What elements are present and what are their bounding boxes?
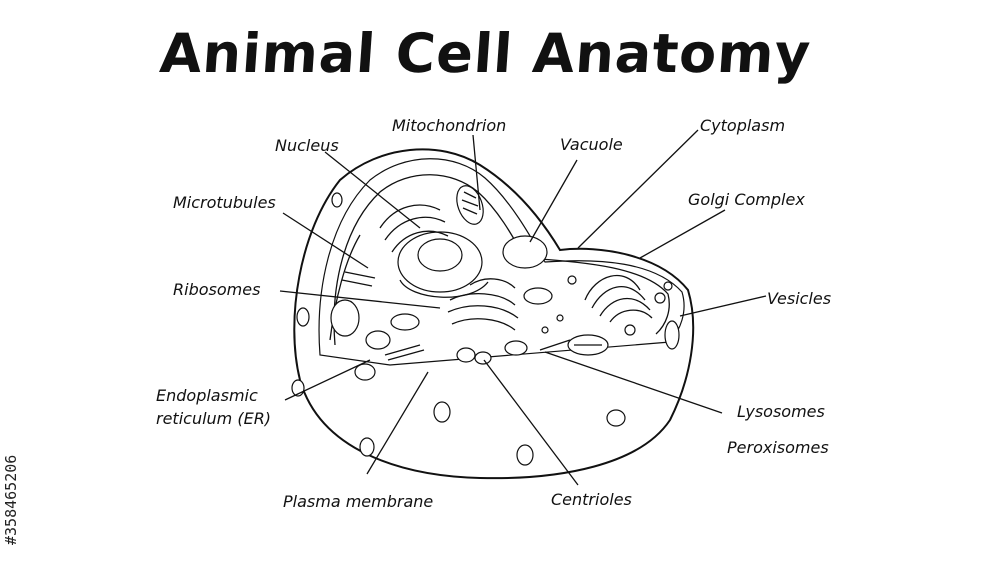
er-folds (379, 204, 449, 253)
page-title: Animal Cell Anatomy (157, 22, 814, 85)
nucleolus-shape (417, 238, 463, 272)
golgi-right (584, 274, 653, 323)
label-cytoplasm: Cytoplasm (700, 116, 786, 135)
label-centrioles: Centrioles (551, 490, 632, 509)
label-er-line2: reticulum (ER) (156, 409, 272, 428)
lysosome-shape (504, 340, 528, 356)
label-vesicles: Vesicles (767, 289, 832, 308)
label-ribosomes: Ribosomes (173, 280, 261, 299)
label-lysosomes: Lysosomes (737, 402, 825, 421)
centriole-shape-b (474, 351, 492, 365)
nucleus-envelope (399, 279, 489, 298)
microtubule-lines (341, 271, 571, 361)
label-nucleus: Nucleus (275, 136, 339, 155)
stock-id-text: #358465206 (2, 454, 20, 545)
label-microtubules: Microtubules (173, 193, 276, 212)
cytoplasm-edge (333, 174, 670, 346)
label-er-line1: Endoplasmic (156, 386, 258, 405)
label-peroxisomes: Peroxisomes (727, 438, 829, 457)
cell-cut-face (318, 158, 685, 366)
mitochondrion-center (523, 287, 553, 305)
mitochondrion-left (390, 313, 420, 331)
label-golgi-complex: Golgi Complex (688, 190, 805, 209)
label-vacuole: Vacuole (560, 135, 623, 154)
label-mitochondrion: Mitochondrion (392, 116, 507, 135)
leader-lines (279, 129, 767, 486)
vacuole-shape (502, 235, 548, 269)
golgi-center (447, 278, 519, 331)
mitochondrion-top (456, 185, 484, 225)
centriole-shape-a (456, 347, 476, 363)
label-plasma-membrane: Plasma membrane (283, 492, 434, 511)
